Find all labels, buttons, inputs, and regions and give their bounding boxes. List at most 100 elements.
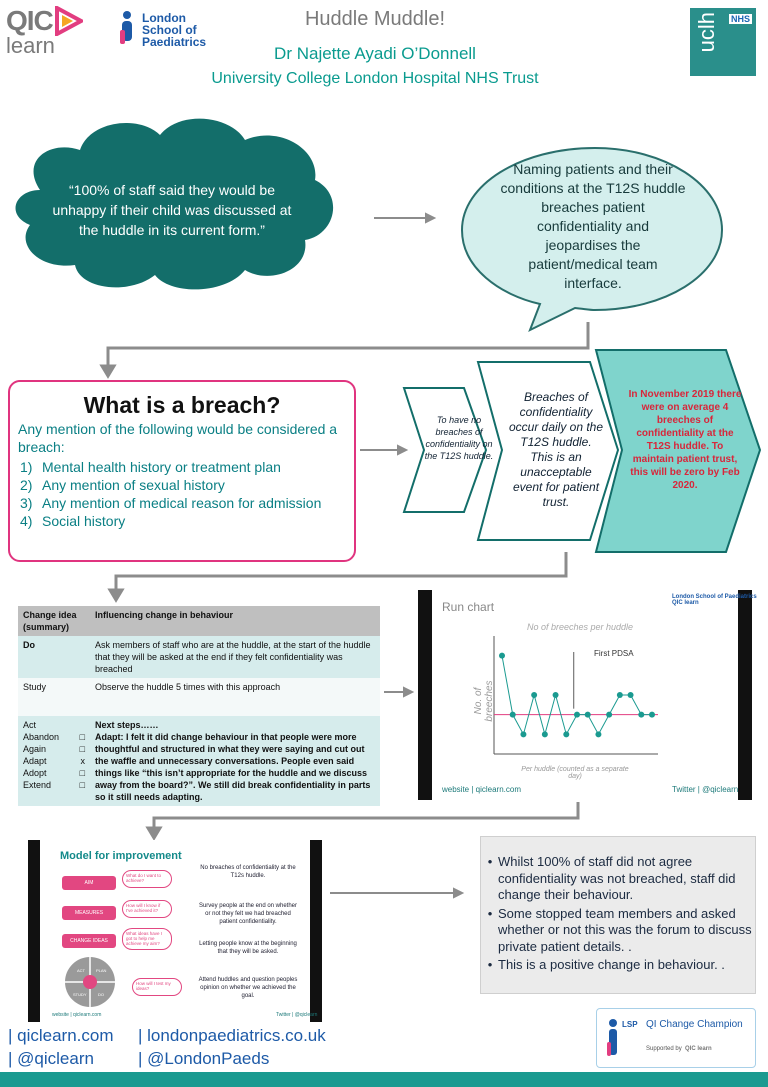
chevron-aim [402,387,488,513]
arrow-aim-to-table [107,552,568,603]
adapt-text: Adapt: I felt it did change behaviour in… [95,732,371,802]
play-icon [54,6,83,36]
model-title: Model for improvement [60,850,182,862]
londonpaeds-twitter-link[interactable]: | @LondonPaeds [138,1049,270,1068]
champion-figure-icon [607,1019,617,1056]
model-bubble: What do I want to achieve? [122,870,172,888]
model-aim-button: AIM [62,876,116,890]
list-item: •Some stopped team members and asked whe… [487,905,752,954]
list-item: •This is a positive change in behaviour.… [487,957,725,972]
model-measures-button: MEASURES [62,906,116,920]
data-point [595,731,602,738]
data-point [574,711,580,718]
model-text: Letting people know at the beginning tha… [199,941,297,955]
act-option: Again□ [23,744,85,754]
list-item: 3)Any mention of medical reason for admi… [20,495,322,511]
table-header-cell: Change idea (summary) [18,606,90,636]
table-cell: Study [18,678,90,716]
arrow-breach-to-aim [360,444,409,456]
badge-lsp: LSP [622,1020,638,1029]
cycle-plan: PLAN [96,968,107,973]
table-cell: Do [18,636,90,678]
list-item: 2)Any mention of sexual history [20,477,225,493]
arrow-cloud-to-bubble [374,212,437,224]
data-point [606,711,613,718]
uclh-nhs-logo: NHS uclh [690,8,756,76]
lsp-line1: London [142,11,186,25]
breach-intro: Any mention of the following would be co… [18,421,338,455]
badge-title: QI Change Champion [646,1019,743,1030]
data-point [627,692,634,698]
data-point [541,731,548,738]
goal-text: In November 2019 there were on average 4… [628,389,742,491]
summary-list: •Whilst 100% of staff did not agree conf… [482,854,752,976]
bottom-bar [0,1072,768,1087]
act-option: Adopt□ [23,768,85,778]
run-chart-footer-right: Twitter | @qiclearn [672,785,739,794]
data-point [649,711,655,718]
breach-title: What is a breach? [83,392,281,418]
list-item: •Whilst 100% of staff did not agree conf… [487,854,736,902]
lsp-line3: Paediatrics [142,35,207,49]
lsp-logo: London School of Paediatrics [116,10,226,50]
table-header-cell: Influencing change in behaviour [90,606,380,636]
model-text: Survey people at the end on whether or n… [198,903,298,925]
next-steps: Next steps…… [95,720,159,730]
footer-links-right: | londonpaediatrics.co.uk | @LondonPaeds [138,1024,326,1070]
data-point [552,692,559,698]
problem-text: Breaches of confidentiality occur daily … [508,390,604,509]
cloud-quote: “100% of staff said they would be unhapp… [52,182,292,238]
qic-logo-word: QIC [6,5,54,36]
run-chart-heading: Run chart [442,600,495,614]
summary-box [480,836,756,994]
lsp-figure-icon [120,11,132,44]
table-cell: Next steps…… Adapt: I felt it did change… [90,716,380,806]
nhs-badge: NHS [728,14,752,24]
qiclearn-twitter-link[interactable]: | @qiclearn [8,1049,94,1068]
list-item: 1)Mental health history or treatment pla… [20,459,281,475]
act-option: Abandon□ [23,732,85,742]
model-footer-left: website | qiclearn.com [52,1012,102,1018]
run-chart-footer-left: website | qiclearn.com [442,785,521,794]
qiclearn-link[interactable]: | qiclearn.com [8,1026,114,1045]
model-footer-right: Twitter | @qiclearn [276,1012,318,1018]
run-chart-slide [418,590,752,800]
run-chart-plot [493,636,658,755]
model-text: No breaches of confidentiality at the T1… [200,865,296,879]
model-bubble: What ideas have I got to help me achieve… [122,928,172,950]
arrow-model-to-summary [330,887,465,899]
pdsa-cycle-icon: ACT PLAN STUDY DO [65,957,115,1007]
data-point [520,731,527,738]
breach-list: 1)Mental health history or treatment pla… [20,458,356,530]
speech-bubble-text: Naming patients and their conditions at … [500,161,686,291]
londonpaediatrics-link[interactable]: | londonpaediatrics.co.uk [138,1026,326,1045]
data-point [638,711,645,718]
cycle-do: DO [98,992,104,997]
data-point [499,652,505,659]
arrow-runchart-to-model [145,802,580,841]
chevron-problem [476,361,620,541]
thought-cloud-icon [15,118,334,290]
table-row: Study Observe the huddle 5 times with th… [18,678,380,716]
arrow-table-to-runchart [384,686,415,698]
data-point [563,731,570,738]
model-text: Attend huddles and question peoples opin… [198,977,298,999]
breach-definition-box [8,380,356,562]
qic-learn-logo: QIC learn [6,5,102,57]
act-option: Extend□ [23,780,85,790]
poster-title: Huddle Muddle! [304,8,446,30]
model-change-ideas-button: CHANGE IDEAS [62,934,116,948]
model-bubble: How will I test my ideas? [132,978,182,996]
speech-bubble-icon [460,146,724,333]
aim-text: To have no breaches of confidentiality o… [424,415,494,461]
list-item: 4)Social history [20,513,126,529]
model-for-improvement-slide: AIM MEASURES CHANGE IDEAS What do I want… [28,840,322,1022]
pdsa-table: Change idea (summary) Influencing change… [18,606,380,806]
data-point [616,692,623,698]
footer-links-left: | qiclearn.com | @qiclearn [8,1024,114,1070]
chart-xlabel: Per huddle (counted as a separate day) [521,766,629,780]
table-row: Do Ask members of staff who are at the h… [18,636,380,678]
